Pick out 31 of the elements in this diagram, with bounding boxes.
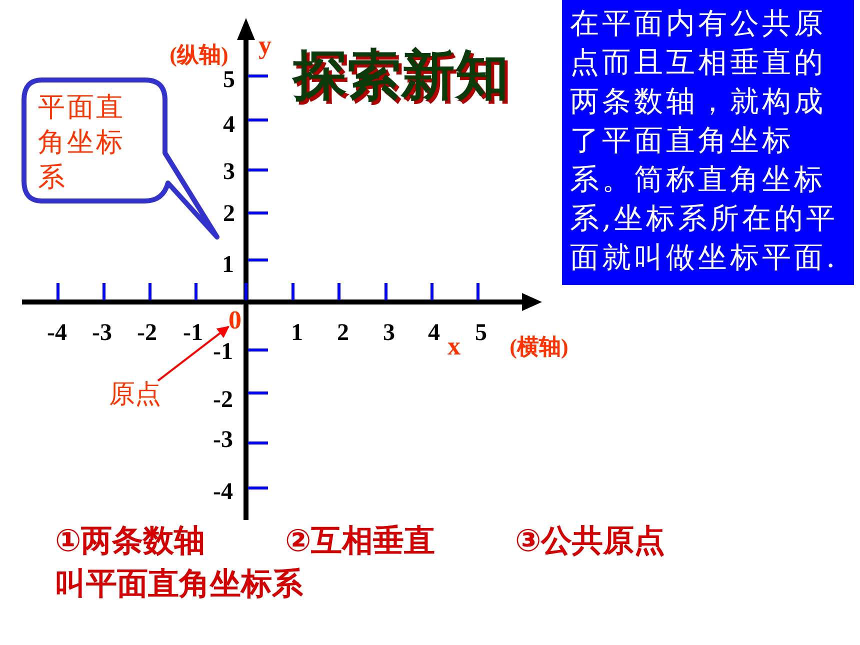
tick-label: 4: [428, 320, 440, 346]
tick-label: 2: [337, 320, 349, 346]
tick-label: 3: [223, 158, 235, 186]
definition-text: 在平面内有公共原点而且互相垂直的两条数轴，就构成了平面直角坐标系。简称直角坐标系,坐标系所在的平面就叫做坐标平面.: [570, 5, 840, 276]
axis-label: (横轴): [510, 334, 568, 360]
origin-number: 0: [228, 306, 242, 336]
origin-label: 原点: [109, 380, 161, 410]
tick-label: -4: [47, 320, 67, 346]
callout-text: 平面直角坐标系: [38, 91, 126, 195]
axis-label: y: [258, 32, 272, 60]
tick-label: 2: [223, 200, 235, 228]
tick-label: 3: [383, 320, 395, 346]
note-text: ②互相垂直: [285, 524, 436, 558]
tick-label: -4: [213, 478, 233, 506]
tick-label: 4: [223, 112, 235, 138]
tick-label: 1: [291, 320, 303, 346]
tick-label: -2: [213, 386, 233, 414]
axis-label: x: [448, 332, 460, 362]
slide-title: 探索新知: [293, 45, 509, 105]
note-text: ①两条数轴: [55, 524, 206, 558]
tick-label: 5: [223, 66, 235, 94]
tick-label: -2: [137, 320, 157, 346]
tick-label: -1: [183, 320, 203, 346]
tick-label: -1: [213, 338, 233, 366]
tick-label: 5: [475, 320, 487, 346]
arrow: [157, 326, 230, 382]
tick-label: -3: [92, 320, 112, 346]
tick-label: -3: [213, 426, 233, 454]
note-text: 叫平面直角坐标系: [55, 566, 303, 602]
tick-label: 1: [222, 252, 234, 278]
note-text: ③公共原点: [515, 524, 666, 558]
